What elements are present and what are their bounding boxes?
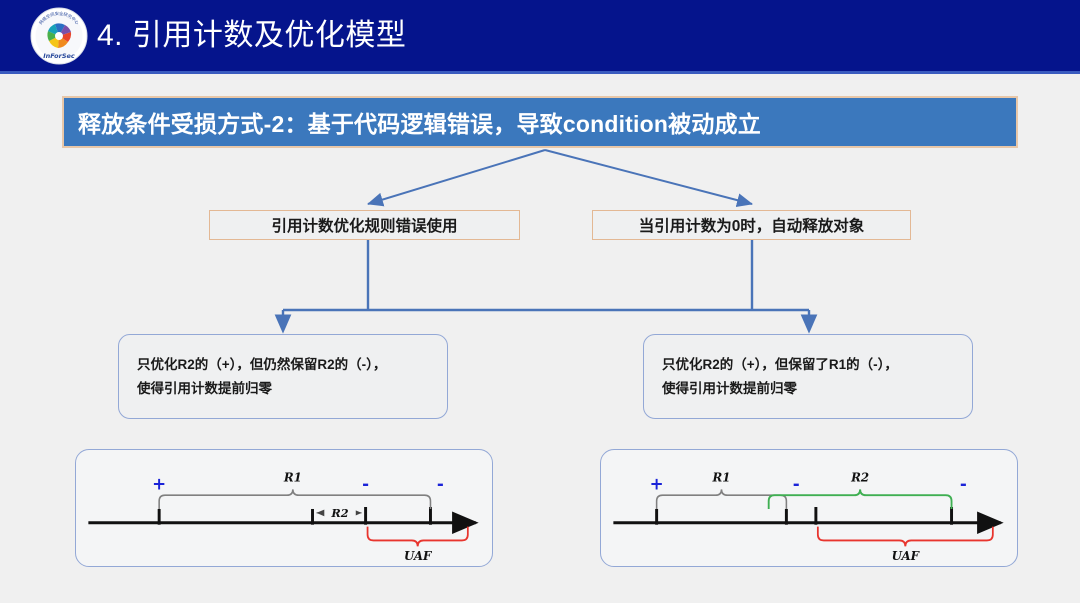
detail-box-right-line2: 使得引用计数提前归零 [662, 380, 797, 396]
cause-box-left[interactable]: 引用计数优化规则错误使用 [209, 210, 520, 240]
cause-box-left-label: 引用计数优化规则错误使用 [271, 218, 458, 235]
slide-header [0, 0, 1080, 71]
svg-text:InForSec: InForSec [43, 52, 75, 60]
inforsec-logo-icon: 网络空间安全研究中心 InForSec [29, 6, 89, 66]
uaf-brace [816, 526, 994, 547]
timeline-panel-right: R1 R2 + - - UAF [600, 449, 1018, 567]
timeline-diagram-left: R1 R2 + - - UAF [88, 470, 479, 563]
detail-box-left-line1: 只优化R2的（+），但仍然保留R2的（-）， [137, 357, 387, 372]
refcount-minus-marker-2: - [437, 473, 444, 493]
cause-box-right[interactable]: 当引用计数为0时，自动释放对象 [592, 210, 911, 240]
r1-brace [655, 489, 788, 509]
detail-box-left[interactable]: 只优化R2的（+），但仍然保留R2的（-）， 使得引用计数提前归零 [118, 334, 448, 419]
uaf-label: UAF [404, 549, 433, 563]
r2-label: R2 [330, 506, 348, 520]
banner-text: 释放条件受损方式-2：基于代码逻辑错误，导致condition被动成立 [78, 111, 761, 137]
page-title: 4. 引用计数及优化模型 [97, 19, 407, 52]
section-banner: 释放条件受损方式-2：基于代码逻辑错误，导致condition被动成立 [62, 96, 1018, 148]
r1-brace [158, 489, 432, 509]
header-underline [0, 71, 1080, 74]
detail-box-right[interactable]: 只优化R2的（+），但保留了R1的（-）， 使得引用计数提前归零 [643, 334, 973, 419]
r2-label-bg [324, 505, 356, 520]
detail-box-left-line2: 使得引用计数提前归零 [137, 380, 272, 396]
refcount-minus-marker-1: - [362, 473, 369, 493]
r2-label: R2 [850, 470, 869, 484]
refcount-minus-marker-2: - [960, 473, 967, 493]
refcount-plus-marker: + [152, 473, 166, 493]
detail-box-right-line1: 只优化R2的（+），但保留了R1的（-）， [662, 357, 898, 372]
r1-label: R1 [712, 470, 731, 484]
cause-box-right-label: 当引用计数为0时，自动释放对象 [638, 218, 865, 235]
timeline-panel-left: R1 R2 + - - UAF [75, 449, 493, 567]
timeline-diagram-right: R1 R2 + - - UAF [613, 470, 1004, 563]
refcount-minus-marker-1: - [793, 473, 800, 493]
r1-label: R1 [283, 470, 302, 484]
uaf-label: UAF [892, 549, 921, 563]
refcount-plus-marker: + [650, 473, 664, 493]
uaf-brace [366, 526, 469, 547]
